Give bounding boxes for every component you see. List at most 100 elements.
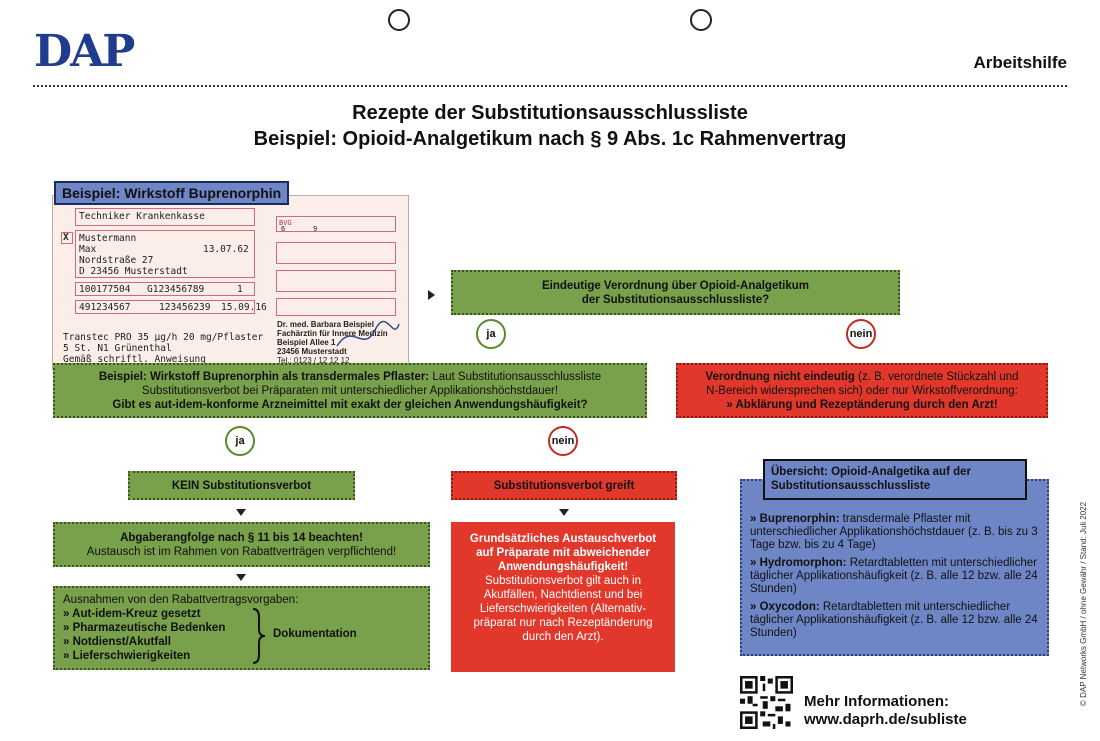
overview-box: » Buprenorphin: transdermale Pflaster mi… <box>740 479 1049 656</box>
rx-status: 1 <box>237 284 243 295</box>
rx-field-insno <box>75 282 255 296</box>
overview-item-name: Oxycodon: <box>759 601 820 613</box>
documentation-label: Dokumentation <box>273 628 357 640</box>
dispensing-line-2: Austausch ist im Rahmen von Rabattverträ… <box>86 545 397 558</box>
rx-firstname: Max <box>79 244 97 255</box>
dispensing-line-1: Abgaberangfolge nach § 11 bis 14 beachte… <box>120 531 363 544</box>
overview-item-desc: Retardtabletten mit unterschiedlicher tä… <box>750 557 1038 595</box>
rx-city: D 23456 Musterstadt <box>79 266 188 277</box>
question-top-box: Eindeutige Verordnung über Opioid-Analge… <box>451 270 900 315</box>
chevron-icon: » <box>750 601 757 613</box>
exchange-ban-text-3: Lieferschwierigkeiten (Alternativ- <box>479 603 647 615</box>
question-top-line-1: Eindeutige Verordnung über Opioid-Analge… <box>541 279 810 292</box>
unclear-line-1: Verordnung nicht eindeutig (z. B. verord… <box>684 370 1040 384</box>
unclear-line-2: N-Bereich widersprechen sich) oder nur W… <box>706 384 1018 397</box>
rx-field-top-right <box>276 216 396 232</box>
question-top-line-2: der Substitutionsausschlussliste? <box>581 293 770 306</box>
rx-box-6: 6 <box>281 225 286 233</box>
ja-circle-top: ja <box>476 319 506 349</box>
rx-mark: X <box>63 232 69 243</box>
arrow-down-3 <box>236 574 246 581</box>
title-line-1: Rezepte der Substitutionsausschlussliste <box>352 102 748 124</box>
exceptions-heading: Ausnahmen von den Rabattvertragsvorgaben… <box>63 594 299 606</box>
unclear-bold: Verordnung nicht eindeutig <box>705 370 855 383</box>
rx-bsnr: 491234567 <box>79 302 131 313</box>
more-info-label: Mehr Informationen: <box>804 693 949 710</box>
overview-item: » Buprenorphin: transdermale Pflaster mi… <box>750 513 1039 552</box>
example-line-1: Beispiel: Wirkstoff Buprenorphin als tra… <box>61 370 639 384</box>
arrow-right-question <box>428 290 435 300</box>
ban-applies-label: Substitutionsverbot greift <box>493 479 635 492</box>
overview-item-desc: Retardtabletten mit unterschiedlicher tä… <box>750 601 1038 639</box>
rx-surname: Mustermann <box>79 233 137 244</box>
rx-field-right-3 <box>276 298 396 316</box>
punch-hole-right <box>690 9 712 31</box>
curly-brace <box>252 608 266 664</box>
unclear-prescription-box: Verordnung nicht eindeutig (z. B. verord… <box>676 363 1048 418</box>
exchange-ban-bold-2: auf Präparate mit abweichender <box>476 547 650 559</box>
nein-label-mid: nein <box>551 435 575 447</box>
overview-item-desc: transdermale Pflaster mit unterschiedlic… <box>750 513 1038 551</box>
rx-doctor-2: Fachärztin für Innere Medizin <box>277 329 388 338</box>
qr-code-icon[interactable] <box>740 676 793 729</box>
exchange-ban-text-2: Akutfällen, Nachtdienst und bei <box>483 589 643 601</box>
example-badge: Beispiel: Wirkstoff Buprenorphin <box>54 181 290 205</box>
signature-scribble <box>336 320 400 347</box>
exception-item: » Pharmazeutische Bedenken <box>63 622 226 634</box>
overview-item-name: Hydromorphon: <box>759 557 847 569</box>
unclear-line-3: » Abklärung und Rezeptänderung durch den… <box>726 398 998 411</box>
header-divider <box>33 85 1067 87</box>
example-question-box: Beispiel: Wirkstoff Buprenorphin als tra… <box>53 363 647 418</box>
dispensing-order-box: Abgaberangfolge nach § 11 bis 14 beachte… <box>53 522 430 567</box>
dap-logo: DAP <box>34 26 135 77</box>
punch-hole-left <box>388 9 410 31</box>
exceptions-box: Ausnahmen von den Rabattvertragsvorgaben… <box>53 586 430 670</box>
ja-label-top: ja <box>486 328 496 340</box>
ja-circle-mid: ja <box>225 426 255 456</box>
rx-memberno: G123456789 <box>147 284 205 295</box>
chevron-icon: » <box>750 557 757 569</box>
example-line-2: Substitutionsverbot bei Präparaten mit u… <box>141 384 559 397</box>
exchange-ban-info-box: Grundsätzliches Austauschverbot auf Präp… <box>451 522 675 672</box>
overview-item: » Hydromorphon: Retardtabletten mit unte… <box>750 557 1039 596</box>
rx-med-3: Gemäß schriftl. Anweisung <box>63 354 206 365</box>
substitution-ban-applies-box: Substitutionsverbot greift <box>451 471 677 500</box>
exchange-ban-bold-1: Grundsätzliches Austauschverbot <box>469 533 657 545</box>
document-type: Arbeitshilfe <box>973 53 1067 72</box>
exchange-ban-text-4: präparat nur nach Rezeptänderung <box>473 617 653 629</box>
chevron-icon: » <box>750 513 757 525</box>
rx-field-bsnr <box>75 300 255 314</box>
rx-field-right-2 <box>276 270 396 292</box>
overview-item-name: Buprenorphin: <box>759 513 840 525</box>
exchange-ban-bold-3: Anwendungshäufigkeit! <box>497 561 629 573</box>
example-bold: Beispiel: Wirkstoff Buprenorphin als tra… <box>98 370 430 383</box>
ja-label-mid: ja <box>235 435 245 447</box>
rx-doctor-4: 23456 Musterstadt <box>277 347 347 356</box>
exception-item: » Lieferschwierigkeiten <box>63 650 191 662</box>
example-text: Laut Substitutionsausschlussliste <box>429 370 602 383</box>
overview-header: Übersicht: Opioid-Analgetika auf der Sub… <box>763 459 1027 500</box>
rx-box-9: 9 <box>313 225 318 233</box>
exchange-ban-text-1: Substitutionsverbot gilt auch in <box>485 575 641 587</box>
copyright-note: © DAP Networks GmbH / ohne Gewähr / Stan… <box>1079 501 1088 706</box>
rx-birthdate: 13.07.62 <box>203 244 249 255</box>
example-line-3: Gibt es aut-idem-konforme Arzneimittel m… <box>112 398 588 411</box>
rx-insno: 100177504 <box>79 284 131 295</box>
rx-lanr: 123456239 <box>159 302 211 313</box>
rx-bvg: BVG <box>279 219 292 227</box>
unclear-text: (z. B. verordnete Stückzahl und <box>854 370 1019 383</box>
rx-field-right-1 <box>276 242 396 264</box>
rx-street: Nordstraße 27 <box>79 255 154 266</box>
nein-circle-top: nein <box>846 319 876 349</box>
overview-item: » Oxycodon: Retardtabletten mit untersch… <box>750 601 1039 640</box>
nein-label-top: nein <box>849 328 873 340</box>
nein-circle-mid: nein <box>548 426 578 456</box>
rx-doctor-5: Tel.: 0123 / 12 12 12 <box>277 356 350 365</box>
exception-item: » Notdienst/Akutfall <box>63 636 171 648</box>
prescription-image: X BVG 6 9 Techniker Krankenkasse Musterm… <box>52 195 409 370</box>
more-info-link[interactable]: www.daprh.de/subliste <box>804 711 967 728</box>
title-line-2: Beispiel: Opioid-Analgetikum nach § 9 Ab… <box>253 128 847 150</box>
rx-insurer: Techniker Krankenkasse <box>79 211 205 222</box>
rx-doctor-1: Dr. med. Barbara Beispiel <box>277 320 374 329</box>
exception-item: » Aut-idem-Kreuz gesetzt <box>63 608 201 620</box>
